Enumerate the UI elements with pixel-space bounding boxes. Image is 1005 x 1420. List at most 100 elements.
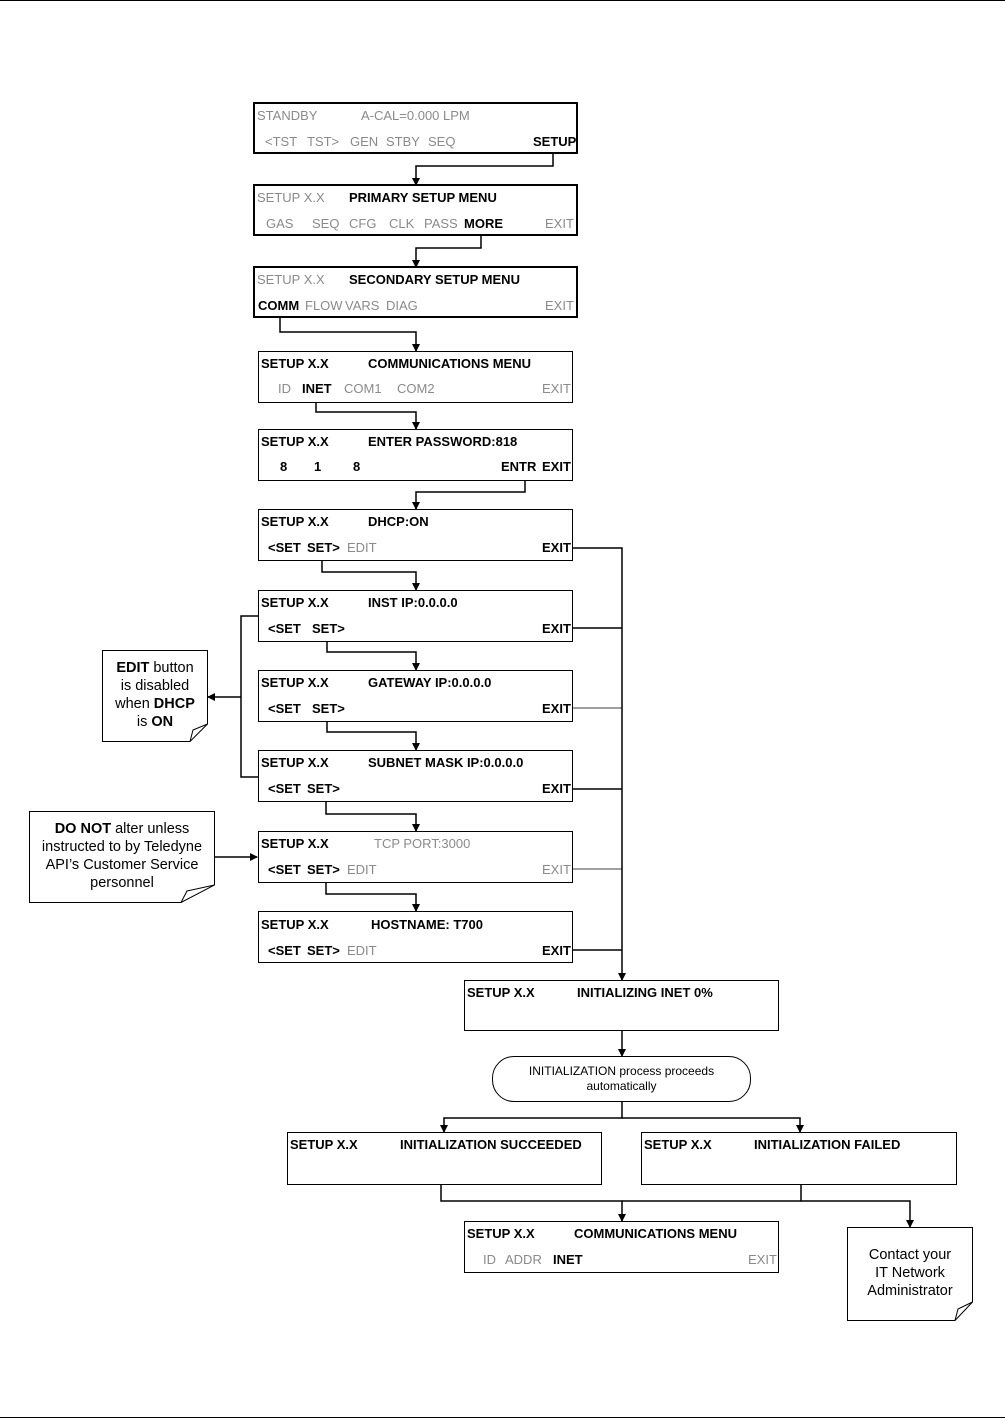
final-comm-mode: SETUP X.X xyxy=(467,1226,535,1241)
set-next-button[interactable]: SET> xyxy=(307,862,340,877)
hostname-title: HOSTNAME: T700 xyxy=(371,917,483,932)
diag-button[interactable]: DIAG xyxy=(386,298,418,313)
set-prev-button[interactable]: <SET xyxy=(268,540,301,555)
note-line-1: Contact your xyxy=(868,1247,952,1263)
note-line-2: IT Network xyxy=(875,1265,945,1281)
set-next-button[interactable]: SET> xyxy=(312,621,345,636)
stby-button[interactable]: STBY xyxy=(386,134,420,149)
exit-button[interactable]: EXIT xyxy=(542,701,571,716)
note-line-3: API’s Customer Service xyxy=(45,857,199,873)
addr-button[interactable]: ADDR xyxy=(505,1252,542,1267)
secondary-setup-screen: SETUP X.X SECONDARY SETUP MENU COMM FLOW… xyxy=(253,266,578,318)
seq-button[interactable]: SEQ xyxy=(428,134,456,149)
set-prev-button[interactable]: <SET xyxy=(268,943,301,958)
password-digit-2[interactable]: 1 xyxy=(314,459,322,474)
primary-mode: SETUP X.X xyxy=(257,190,325,205)
exit-button[interactable]: EXIT xyxy=(542,621,571,636)
secondary-title: SECONDARY SETUP MENU xyxy=(349,272,520,287)
set-prev-button[interactable]: <SET xyxy=(268,701,301,716)
clk-button[interactable]: CLK xyxy=(389,216,415,231)
comm-mode: SETUP X.X xyxy=(261,356,329,371)
set-prev-button[interactable]: <SET xyxy=(268,621,301,636)
note-line-2: instructed to by Teledyne xyxy=(41,839,203,855)
id-button[interactable]: ID xyxy=(483,1252,496,1267)
gas-button[interactable]: GAS xyxy=(266,216,294,231)
flow-button[interactable]: FLOW xyxy=(305,298,343,313)
note-on-word: ON xyxy=(151,714,174,730)
note-line-2: is disabled xyxy=(120,678,190,694)
com2-button[interactable]: COM2 xyxy=(397,381,435,396)
inet-button[interactable]: INET xyxy=(302,381,332,396)
exit-button[interactable]: EXIT xyxy=(542,459,571,474)
tcpport-mode: SETUP X.X xyxy=(261,836,329,851)
exit-button[interactable]: EXIT xyxy=(545,216,574,231)
set-next-button[interactable]: SET> xyxy=(307,943,340,958)
comm-button[interactable]: COMM xyxy=(258,298,300,313)
set-next-button[interactable]: SET> xyxy=(307,540,340,555)
exit-button[interactable]: EXIT xyxy=(748,1252,777,1267)
instip-mode: SETUP X.X xyxy=(261,595,329,610)
more-button[interactable]: MORE xyxy=(464,216,503,231)
process-line-1: INITIALIZATION process proceeds xyxy=(528,1064,715,1078)
tst-prev-button[interactable]: <TST xyxy=(265,134,298,149)
gateway-ip-screen: SETUP X.X GATEWAY IP:0.0.0.0 <SET SET> E… xyxy=(258,670,573,722)
subnet-mode: SETUP X.X xyxy=(261,755,329,770)
setup-button[interactable]: SETUP xyxy=(533,134,577,149)
subnet-title: SUBNET MASK IP:0.0.0.0 xyxy=(368,755,524,770)
gen-button[interactable]: GEN xyxy=(350,134,379,149)
entr-button[interactable]: ENTR xyxy=(501,459,537,474)
set-next-button[interactable]: SET> xyxy=(312,701,345,716)
exit-button[interactable]: EXIT xyxy=(542,862,571,877)
pass-button[interactable]: PASS xyxy=(424,216,458,231)
tst-next-button[interactable]: TST> xyxy=(307,134,340,149)
edit-button[interactable]: EDIT xyxy=(347,540,377,555)
primary-title: PRIMARY SETUP MENU xyxy=(349,190,497,205)
primary-setup-screen: SETUP X.X PRIMARY SETUP MENU GAS SEQ CFG… xyxy=(253,184,578,236)
note-dhcp-word: DHCP xyxy=(153,696,195,712)
password-digit-3[interactable]: 8 xyxy=(353,459,361,474)
failed-mode: SETUP X.X xyxy=(644,1137,712,1152)
secondary-mode: SETUP X.X xyxy=(257,272,325,287)
id-button[interactable]: ID xyxy=(278,381,291,396)
dhcp-title: DHCP:ON xyxy=(368,514,429,529)
comm-title: COMMUNICATIONS MENU xyxy=(368,356,531,371)
note-line-4: personnel xyxy=(90,875,154,891)
exit-button[interactable]: EXIT xyxy=(542,540,571,555)
initializing-title: INITIALIZING INET 0% xyxy=(577,985,713,1000)
exit-button[interactable]: EXIT xyxy=(542,781,571,796)
final-comm-title: COMMUNICATIONS MENU xyxy=(574,1226,737,1241)
exit-button[interactable]: EXIT xyxy=(545,298,574,313)
note-line-3: Administrator xyxy=(867,1283,953,1299)
vars-button[interactable]: VARS xyxy=(345,298,380,313)
succeeded-title: INITIALIZATION SUCCEEDED xyxy=(400,1137,582,1152)
inet-button[interactable]: INET xyxy=(553,1252,583,1267)
process-line-2: automatically xyxy=(586,1079,657,1093)
password-mode: SETUP X.X xyxy=(261,434,329,449)
note-do-not-word: DO NOT xyxy=(54,821,112,837)
note-line-3: when xyxy=(115,696,154,712)
succeeded-mode: SETUP X.X xyxy=(290,1137,358,1152)
edit-button[interactable]: EDIT xyxy=(347,862,377,877)
cfg-button[interactable]: CFG xyxy=(349,216,377,231)
com1-button[interactable]: COM1 xyxy=(344,381,382,396)
enter-password-screen: SETUP X.X ENTER PASSWORD:818 8 1 8 ENTR … xyxy=(258,429,573,481)
seq-button[interactable]: SEQ xyxy=(312,216,340,231)
set-prev-button[interactable]: <SET xyxy=(268,781,301,796)
note-line-1: button xyxy=(149,660,194,676)
edit-button[interactable]: EDIT xyxy=(347,943,377,958)
initializing-inet-screen: SETUP X.X INITIALIZING INET 0% xyxy=(464,980,779,1031)
set-prev-button[interactable]: <SET xyxy=(268,862,301,877)
instip-title: INST IP:0.0.0.0 xyxy=(368,595,458,610)
password-title: ENTER PASSWORD:818 xyxy=(368,434,518,449)
inst-ip-screen: SETUP X.X INST IP:0.0.0.0 <SET SET> EXIT xyxy=(258,590,573,642)
password-digit-1[interactable]: 8 xyxy=(280,459,288,474)
exit-button[interactable]: EXIT xyxy=(542,381,571,396)
standby-screen: STANDBY A-CAL=0.000 LPM <TST TST> GEN ST… xyxy=(253,102,578,154)
note-line-1: alter unless xyxy=(111,821,190,837)
set-next-button[interactable]: SET> xyxy=(307,781,340,796)
hostname-mode: SETUP X.X xyxy=(261,917,329,932)
do-not-alter-note: DO NOT alter unless instructed to by Tel… xyxy=(29,820,215,892)
exit-button[interactable]: EXIT xyxy=(542,943,571,958)
